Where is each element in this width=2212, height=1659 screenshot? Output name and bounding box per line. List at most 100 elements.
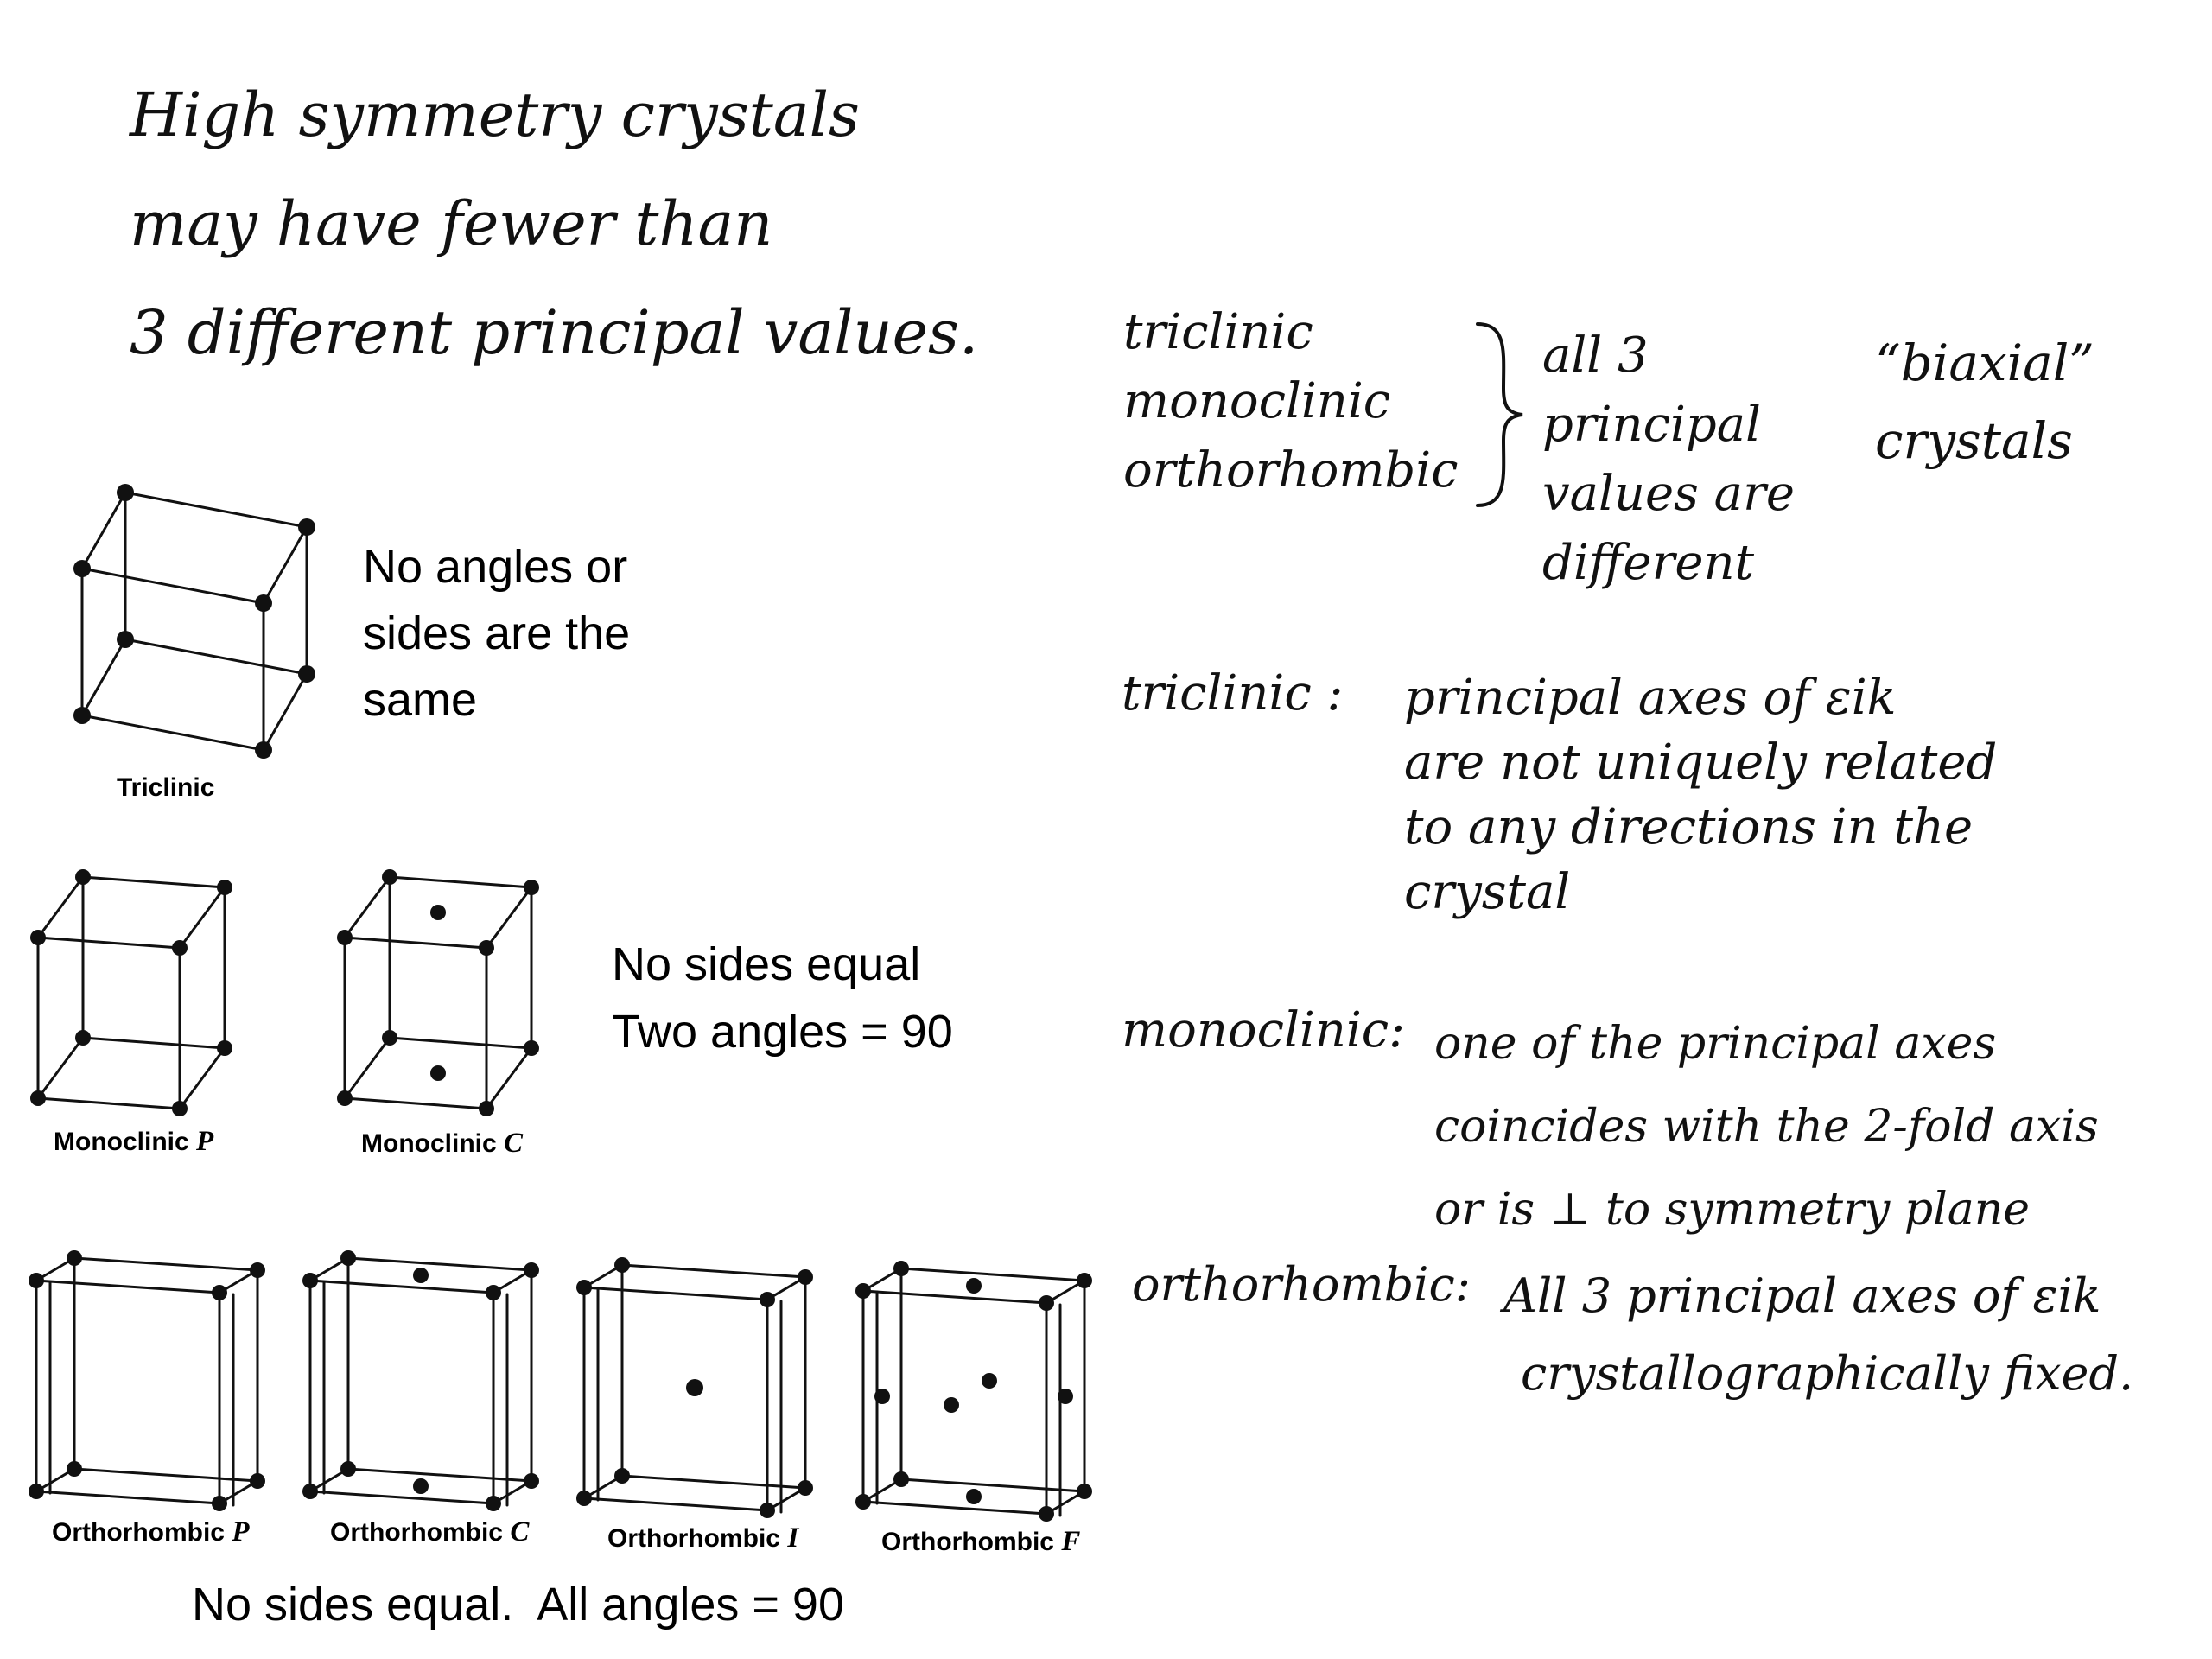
cell-edge [582, 1497, 769, 1512]
lattice-point [298, 518, 315, 536]
face-center-point [966, 1278, 982, 1294]
lattice-point [172, 940, 188, 956]
face-center-point [413, 1268, 429, 1283]
cell-edge [36, 1036, 85, 1100]
lattice-point [117, 484, 134, 501]
lattice-point [479, 1101, 494, 1116]
cell-edge [36, 936, 181, 950]
lattice-point [75, 1030, 91, 1046]
note-line: principal axes of εik [1404, 670, 1897, 726]
face-center-point [982, 1373, 997, 1389]
orthorhombic-c-caption: Orthorhombic C [330, 1516, 529, 1548]
cell-edge [262, 525, 308, 605]
cell-edge [124, 491, 308, 529]
monoclinic-c-caption: Monoclinic C [361, 1128, 523, 1160]
cell-edge [262, 672, 308, 752]
cell-edge [343, 1036, 391, 1100]
lattice-point [302, 1484, 318, 1499]
cell-edge [582, 1286, 769, 1301]
cell-edge [861, 1289, 1048, 1305]
caption-text: Orthorhombic [607, 1524, 788, 1553]
caption-text: Orthorhombic [330, 1518, 511, 1547]
biaxial-system: orthorhombic [1123, 442, 1459, 499]
caption-text: Monoclinic [54, 1128, 196, 1156]
lattice-point [172, 1101, 188, 1116]
cell-edge [73, 1467, 259, 1483]
caption-symbol: C [510, 1516, 530, 1548]
lattice-point [614, 1257, 630, 1273]
cell-edge [346, 1256, 533, 1272]
lattice-point [302, 1273, 318, 1288]
lattice-point [250, 1473, 265, 1489]
lattice-point [337, 930, 353, 945]
lattice-point [217, 1040, 232, 1056]
face-center-point [944, 1397, 959, 1413]
lattice-point [255, 594, 272, 612]
caption-text: Orthorhombic [881, 1528, 1062, 1556]
cell-edge [343, 875, 391, 939]
biaxial-system: triclinic [1123, 304, 1313, 360]
lattice-point [73, 560, 91, 577]
cell-edge [343, 936, 488, 950]
cell-edge [81, 875, 226, 889]
cell-edge [308, 1490, 495, 1505]
body-center-point [686, 1379, 703, 1396]
intro-note: High symmetry crystals may have fewer th… [130, 60, 978, 387]
lattice-point [73, 707, 91, 724]
biaxial-statement-line: different [1542, 535, 1755, 591]
lattice-point [117, 631, 134, 648]
note-line: crystallographically fixed. [1521, 1346, 2134, 1401]
intro-note-line: may have fewer than [130, 188, 773, 259]
lattice-point [382, 1030, 397, 1046]
caption-symbol: P [232, 1516, 250, 1548]
orthorhombic-i-cell-diagram [576, 1257, 813, 1518]
lattice-point [1039, 1506, 1054, 1522]
lattice-point [30, 930, 46, 945]
biaxial-statement-line: values are [1542, 466, 1795, 522]
caption-symbol: I [787, 1522, 799, 1554]
note-line: or is ⊥ to symmetry plane [1434, 1184, 2030, 1236]
lattice-point [614, 1468, 630, 1484]
lattice-point [486, 1285, 501, 1300]
cell-edge [899, 1267, 1086, 1282]
monoclinic-description: No sides equal Two angles = 90 [612, 931, 953, 1065]
lattice-point [760, 1503, 775, 1518]
lattice-point [29, 1484, 44, 1499]
cell-edge [899, 1478, 1086, 1493]
lattice-point [524, 880, 539, 895]
monoclinic-p-cell-diagram [30, 869, 232, 1116]
lattice-point [217, 880, 232, 895]
lattice-point [212, 1285, 227, 1300]
lattice-point [524, 1473, 539, 1489]
caption-text: Monoclinic [361, 1129, 504, 1158]
triclinic-cell-diagram [73, 484, 315, 759]
lattice-point [576, 1280, 592, 1295]
cell-edge [80, 638, 127, 717]
biaxial-systems-list: triclinic monoclinic orthorhombic [1123, 298, 1459, 505]
caption-symbol: C [504, 1128, 524, 1159]
description-line: Two angles = 90 [612, 1006, 953, 1058]
cell-edge [36, 875, 85, 939]
cell-edge [80, 567, 265, 605]
orthorhombic-f-caption: Orthorhombic F [881, 1526, 1080, 1558]
lattice-point [855, 1494, 871, 1510]
face-center-point [1058, 1389, 1073, 1404]
lattice-point [486, 1496, 501, 1511]
orthorhombic-f-cell-diagram [855, 1261, 1092, 1522]
cell-edge [388, 875, 533, 889]
orthorhombic-description: No sides equal. All angles = 90 [192, 1579, 844, 1630]
lattice-point [893, 1261, 909, 1276]
description-line: No angles or [363, 541, 628, 593]
biaxial-statement-line: all 3 [1542, 327, 1649, 384]
lattice-point [760, 1292, 775, 1307]
face-center-point [430, 905, 446, 920]
intro-note-line: High symmetry crystals [130, 79, 860, 150]
triclinic-caption: Triclinic [117, 773, 215, 802]
cell-edge [81, 1036, 226, 1050]
monoclinic-note: one of the principal axes coincides with… [1434, 1002, 2099, 1251]
note-line: are not uniquely related [1404, 734, 1998, 791]
face-center-point [966, 1489, 982, 1504]
curly-brace-icon [1476, 322, 1523, 507]
cell-edge [346, 1467, 533, 1483]
monoclinic-note-term: monoclinic: [1122, 1002, 1405, 1058]
